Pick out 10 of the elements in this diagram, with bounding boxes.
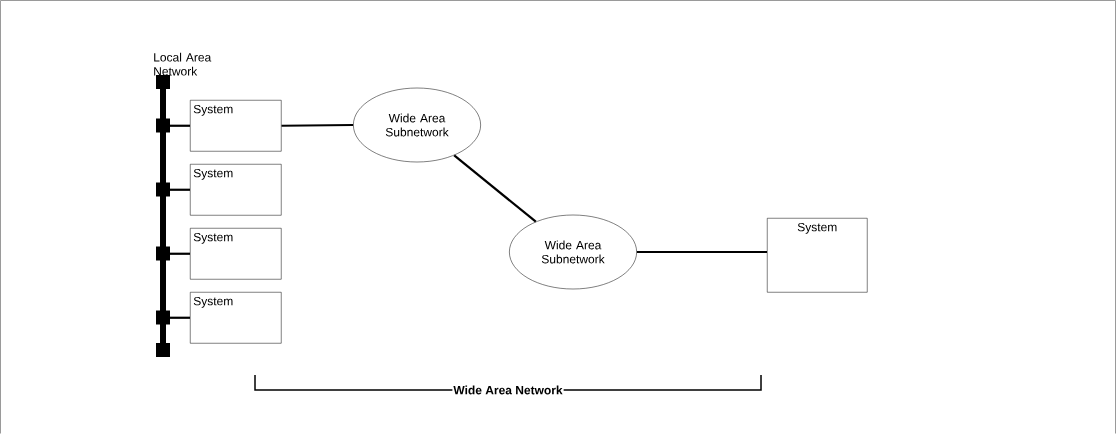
connector-line bbox=[636, 250, 767, 254]
connector-line bbox=[453, 154, 537, 223]
node-label: Local Area Network bbox=[154, 52, 212, 76]
bracket-label: Wide Area Network bbox=[452, 384, 564, 396]
system-box: System bbox=[190, 292, 282, 344]
system-box: System bbox=[190, 164, 282, 216]
system-box: System bbox=[767, 218, 868, 293]
connector-line bbox=[281, 123, 354, 127]
system-box: System bbox=[190, 228, 282, 280]
system-box: System bbox=[190, 100, 282, 152]
